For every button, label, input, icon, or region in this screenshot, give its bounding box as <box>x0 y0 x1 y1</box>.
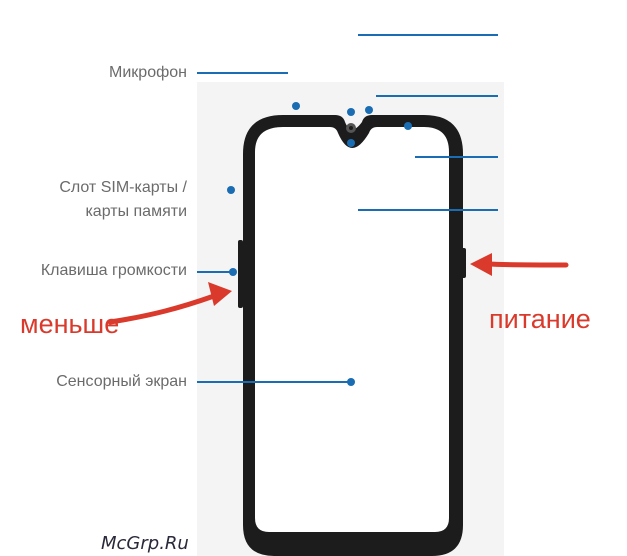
sim-slot-label-line2: карты памяти <box>85 203 187 220</box>
power-arrow <box>470 253 569 276</box>
sim-slot-label-line1: Слот SIM-карты / <box>59 179 187 196</box>
touchscreen <box>255 127 449 532</box>
volume-key-label: Клавиша громкости <box>40 262 187 279</box>
volume-key <box>238 240 243 308</box>
volume-down-arrow <box>107 282 232 325</box>
microphone-label: Микрофон <box>109 64 187 81</box>
power-annotation: питание <box>489 304 591 334</box>
watermark: McGrp.Ru <box>101 533 189 554</box>
touchscreen-label: Сенсорный экран <box>56 373 187 390</box>
callout-lines <box>197 34 498 383</box>
callout-dots <box>227 102 412 386</box>
volume-down-annotation: меньше <box>20 309 120 339</box>
power-key <box>461 248 466 278</box>
